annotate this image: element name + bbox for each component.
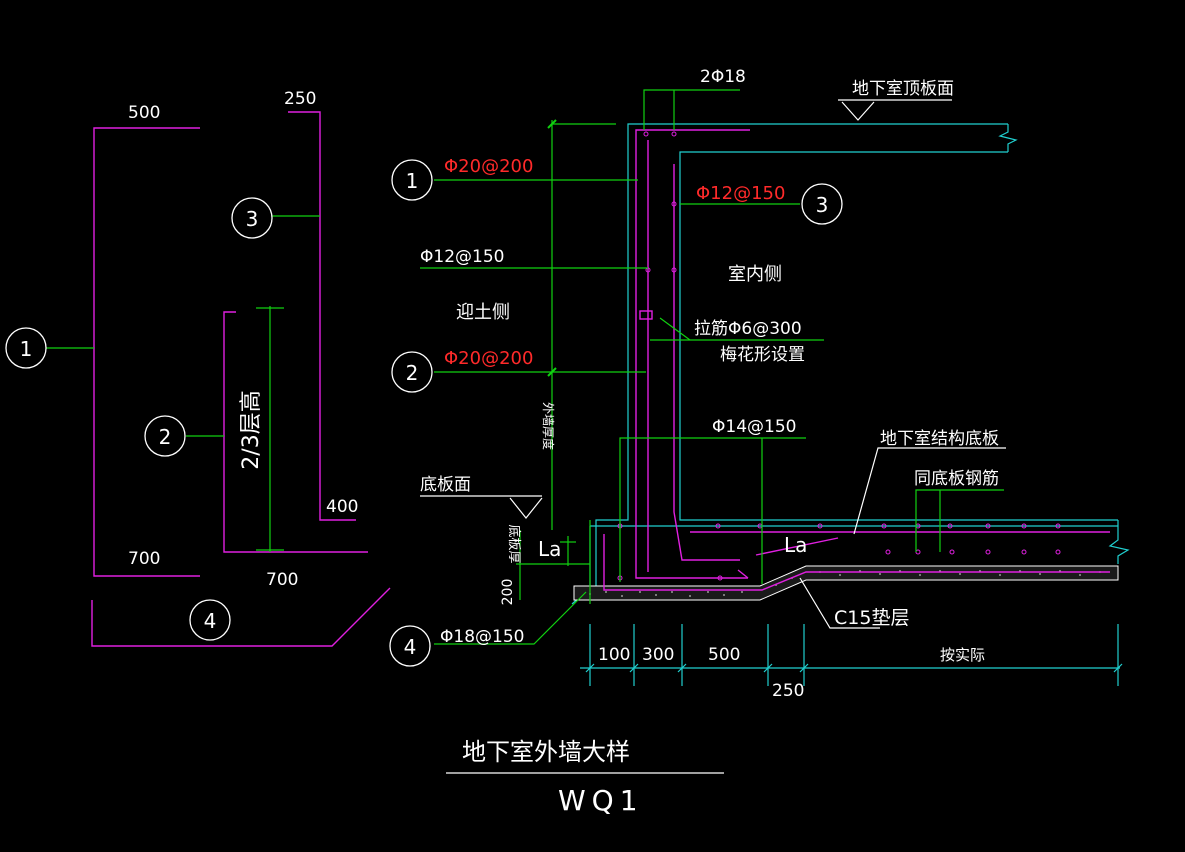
callout-circle-1 — [391, 159, 433, 201]
label-200: 200 — [500, 579, 516, 606]
slab-face-triangle — [509, 497, 543, 519]
leader-same-rebar-a — [915, 489, 1004, 552]
c15-cushion-layer — [573, 565, 1119, 601]
callout-num-3: 3 — [816, 193, 829, 217]
callout-circle-2 — [391, 351, 433, 393]
roof-slab-break — [998, 124, 1018, 152]
label-indoor-side: 室内侧 — [728, 264, 782, 285]
label-bar1: Φ20@200 — [444, 156, 533, 177]
drawing-code: WQ1 — [558, 784, 644, 817]
rebar-shape-3 — [288, 111, 356, 521]
label-bar2: Φ20@200 — [444, 348, 533, 369]
roof-level-triangle — [841, 101, 875, 121]
rebar-outer-vertical — [635, 129, 750, 579]
callout-num-2-left: 2 — [159, 425, 172, 449]
dim-500-left: 500 — [128, 103, 160, 123]
rebar-inner-vertical — [673, 164, 740, 561]
left-rebar-details: 2/3层高 500 250 400 700 700 1 2 3 4 — [5, 89, 391, 647]
leader-cushion — [799, 577, 880, 629]
leader-base-slab — [853, 447, 1006, 535]
drawing-title-block: 地下室外墙大样 WQ1 — [446, 738, 724, 817]
la-anchor-right — [755, 537, 839, 556]
label-roof-slab: 地下室顶板面 — [852, 79, 954, 99]
dim-250: 250 — [772, 681, 804, 701]
label-base-slab: 地下室结构底板 — [880, 429, 999, 449]
rebar-shape-2 — [223, 311, 368, 553]
dim-500: 500 — [708, 645, 740, 665]
leader-tie-diag — [659, 317, 691, 341]
label-same-rebar: 同底板钢筋 — [914, 469, 999, 489]
callout-num-1: 1 — [406, 169, 419, 193]
dim-400-left: 400 — [326, 497, 358, 517]
label-soil-side: 迎土侧 — [456, 302, 510, 323]
label-2phi18: 2Φ18 — [700, 67, 746, 87]
leader-phi14 — [619, 437, 806, 582]
hook-end — [737, 569, 749, 579]
drawing-title: 地下室外墙大样 — [462, 738, 630, 766]
label-bar4: Φ18@150 — [440, 627, 524, 647]
callout-circle-3-left — [231, 197, 273, 239]
label-bar-mid: Φ12@150 — [420, 247, 504, 267]
dim-chain-ticks — [585, 624, 1123, 686]
label-slab-face: 底板面 — [420, 475, 471, 495]
dim-700-left-a: 700 — [128, 549, 160, 569]
wall-inner-face — [679, 151, 1118, 521]
tie-bar-hook — [639, 310, 653, 320]
label-wall-thickness: 外墙厚度 — [541, 402, 556, 450]
dim-300: 300 — [642, 645, 674, 665]
wall-section: 2Φ18 地下室顶板面 Φ20@200 Φ12@150 Φ12@150 室内侧 … — [389, 67, 1130, 701]
base-slab-break — [1108, 520, 1130, 564]
leader-bar4 — [434, 591, 587, 645]
callout-num-3-left: 3 — [246, 207, 259, 231]
label-slab-thick: 底板厚 — [506, 524, 522, 563]
label-tie-bars: 拉筋Φ6@300 — [694, 319, 802, 339]
callout-circle-1-left — [5, 327, 47, 369]
callout-circle-2-left — [144, 415, 186, 457]
callout-num-4-left: 4 — [204, 609, 217, 633]
callout-num-4: 4 — [404, 635, 417, 659]
dim-250-left: 250 — [284, 89, 316, 109]
dim-ticks — [547, 119, 557, 377]
callout-num-1-left: 1 — [20, 337, 33, 361]
rebar-base-bottom — [603, 534, 1110, 591]
label-phi14: Φ14@150 — [712, 417, 796, 437]
rebar-shape-1 — [93, 127, 200, 577]
dim-100: 100 — [598, 645, 630, 665]
label-c15-cushion: C15垫层 — [834, 607, 909, 629]
rebar-shape-4 — [91, 587, 391, 647]
callout-circle-4 — [389, 625, 431, 667]
label-tie-pattern: 梅花形设置 — [720, 345, 805, 365]
callout-circle-3 — [801, 183, 843, 225]
callout-circle-4-left — [189, 599, 231, 641]
height-label: 2/3层高 — [239, 390, 264, 469]
callout-num-2: 2 — [406, 361, 419, 385]
dim-per-actual: 按实际 — [940, 646, 985, 664]
leader-2phi18-a — [643, 89, 740, 130]
dim-700-left-b: 700 — [266, 570, 298, 590]
label-la-left: La — [538, 537, 561, 561]
label-la-right: La — [784, 533, 807, 557]
label-bar3: Φ12@150 — [696, 183, 785, 204]
